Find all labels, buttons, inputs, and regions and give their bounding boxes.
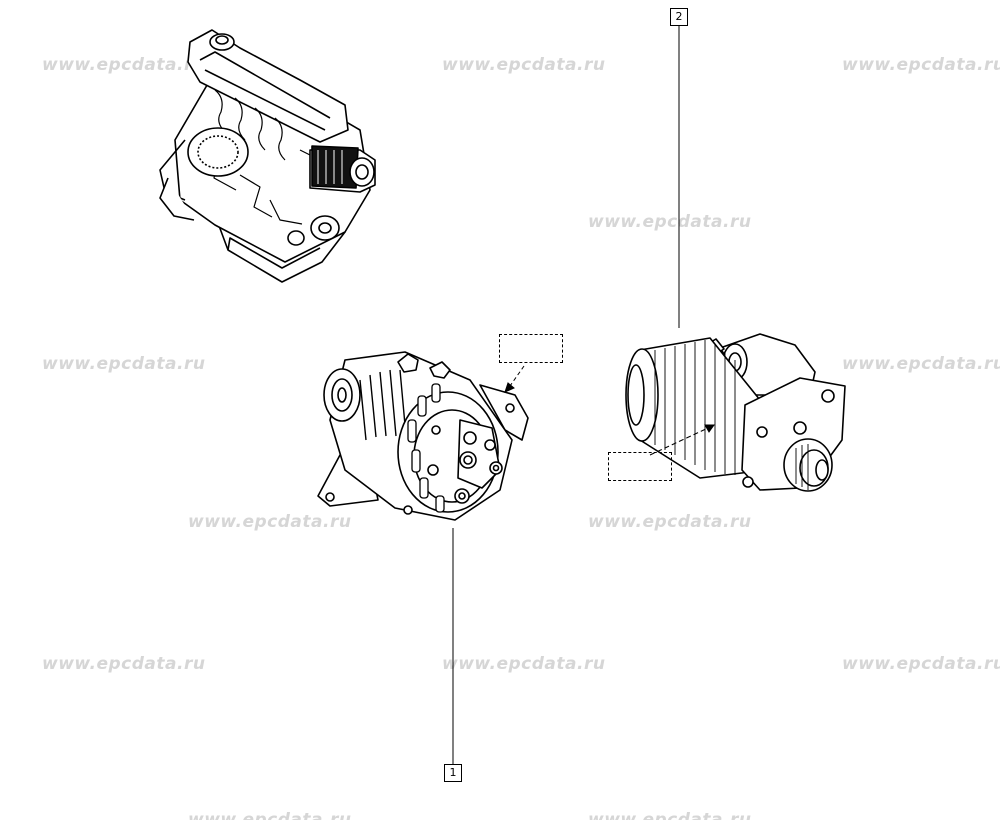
watermark: www.epcdata.ru (42, 55, 206, 75)
alternator-illustration (317, 351, 529, 521)
watermark: www.epcdata.ru (442, 55, 606, 75)
watermark: www.epcdata.ru (842, 55, 1000, 75)
watermark: www.epcdata.ru (842, 654, 1000, 674)
engine-block-illustration (159, 29, 376, 283)
watermark: www.epcdata.ru (842, 354, 1000, 374)
arrowhead-starter (704, 424, 715, 433)
arrowhead-alternator (504, 382, 515, 393)
watermark: www.epcdata.ru (442, 654, 606, 674)
watermark: www.epcdata.ru (588, 810, 752, 820)
dashed-pointer-alternator (509, 365, 525, 387)
watermark: www.epcdata.ru (188, 810, 352, 820)
leader-lines (452, 25, 715, 764)
callout-2[interactable]: 2 (670, 8, 688, 26)
watermark: www.epcdata.ru (188, 512, 352, 532)
callout-1[interactable]: 1 (444, 764, 462, 782)
alternator-ref-box (499, 334, 563, 363)
watermark: www.epcdata.ru (42, 654, 206, 674)
dashed-pointer-starter (649, 427, 709, 456)
watermark: www.epcdata.ru (588, 212, 752, 232)
starter-ref-box (608, 452, 672, 481)
watermark: www.epcdata.ru (588, 512, 752, 532)
starter-motor-illustration (625, 333, 846, 492)
watermark: www.epcdata.ru (42, 354, 206, 374)
